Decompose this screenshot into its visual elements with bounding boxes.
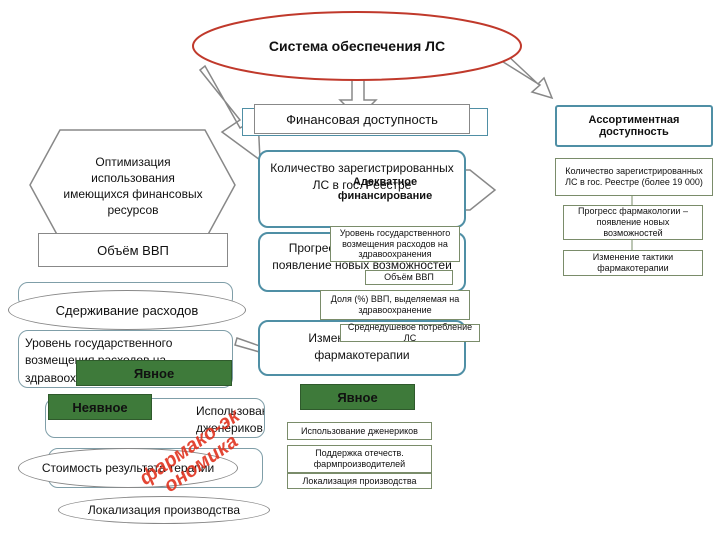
registered-count-box: Количество зарегистрированных ЛС в гос. … (258, 150, 466, 228)
financial-header: Финансовая доступность (254, 104, 470, 134)
optimization-text: Оптимизация использования имеющихся фина… (63, 154, 203, 218)
avg-consumption-label: Среднедушевое потребление ЛС (340, 322, 480, 343)
result-cost-ellipse: Стоимость результата терапии (18, 448, 238, 488)
explicit-label-center: Явное (300, 384, 415, 410)
page-title: Система обеспечения ЛС (268, 38, 446, 54)
registered-count-right: Количество зарегистрированных ЛС в гос. … (555, 158, 713, 196)
gdp-volume-small: Объём ВВП (365, 270, 453, 285)
arrow-right-icon (498, 52, 554, 100)
title-ellipse (192, 11, 522, 81)
generic-use-box-left: Использование дженериков (45, 398, 265, 438)
domestic-support-center: Поддержка отечеств. фармпроизводителей (287, 445, 432, 473)
arrow-left-icon (198, 64, 261, 162)
implicit-label: Неявное (48, 394, 152, 420)
cost-containment-ellipse: Сдерживание расходов (8, 290, 246, 330)
adequate-funding-label: Адекватное финансирование (337, 176, 433, 202)
assortment-header: Ассортиментная доступность (555, 105, 713, 147)
state-level-label: Уровень государственного возмещения расх… (330, 226, 460, 262)
progress-right: Прогресс фармакологии – появление новых … (563, 205, 703, 240)
gdp-share-label: Доля (%) ВВП, выделяемая на здравоохране… (320, 290, 470, 320)
localization-center: Локализация производства (287, 473, 432, 489)
tactics-change-right: Изменение тактики фармакотерапии (563, 250, 703, 276)
localization-ellipse-left: Локализация производства (58, 496, 270, 524)
gdp-volume-box: Объём ВВП (38, 233, 228, 267)
explicit-label-left: Явное (76, 360, 232, 386)
generic-use-center: Использование дженериков (287, 422, 432, 440)
